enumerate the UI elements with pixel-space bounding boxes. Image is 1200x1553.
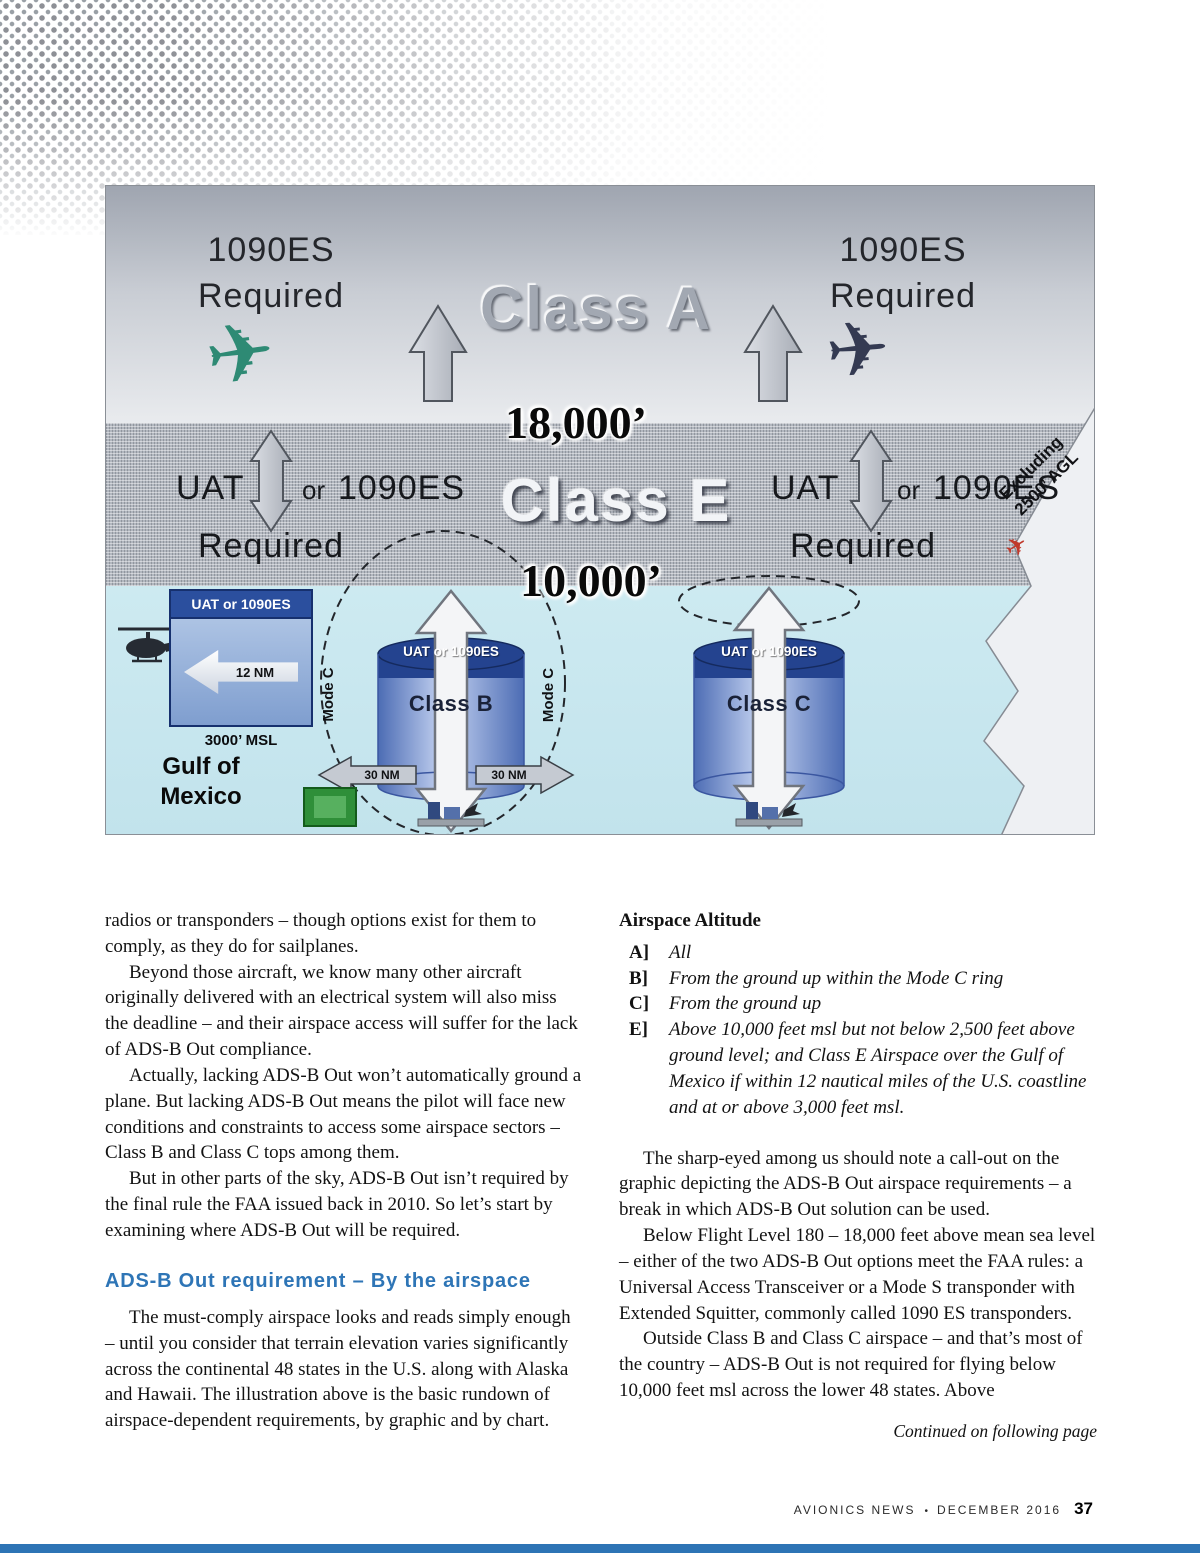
row-marker: E] [629,1019,648,1041]
right-column: Airspace Altitude A] All B] From the gro… [619,908,1097,1444]
altitude-10000-label: 10,000’ [520,555,662,606]
issue-date: DECEMBER 2016 [937,1503,1062,1517]
nm30-label-left: 30 NM [364,768,400,782]
msl-3000-label: 3000’ MSL [204,732,278,749]
row-text: All [669,941,692,963]
req-right-line2: Required [830,276,976,315]
page-footer: AVIONICS NEWS • DECEMBER 2016 37 [794,1499,1093,1519]
req-left-line2: Required [198,276,344,315]
bottom-accent-bar [0,1544,1200,1553]
row-text: From the ground up within the Mode C rin… [669,967,1004,989]
diagram-graphics [118,304,1094,834]
class-a-up-arrow-left-icon [408,304,468,402]
row-marker: B] [629,967,648,989]
nm12-label: 12 NM [235,664,275,680]
terrain [983,407,1094,834]
footer-bullet: • [924,1506,929,1517]
continued-notice: Continued on following page [893,1420,1097,1441]
airliner-left-icon: ✈ [199,302,281,407]
gulf-line2: Mexico [160,783,242,810]
row-text: From the ground up [669,993,822,1015]
class-c-header: UAT or 1090ES [721,644,817,659]
nm30-label-right: 30 NM [491,768,527,782]
class-e-double-arrow-left-icon [249,429,293,533]
journal-name: AVIONICS NEWS [793,1503,916,1517]
required-label-left: Required [198,527,344,565]
gulf-box-title: UAT or 1090ES [171,591,311,619]
paragraph: But in other parts of the sky, ADS-B Out… [105,1168,569,1241]
airspace-altitude-title: Airspace Altitude [619,910,761,931]
class-e-title: Class E [500,467,732,534]
row-marker: A] [629,941,650,963]
nm30-arrow-right-icon [475,755,575,795]
helipad-icon [303,787,357,827]
class-e-double-arrow-right-icon [849,429,893,533]
nm12-arrow-icon: 12 NM [184,650,298,694]
gulf-requirement-box: UAT or 1090ES 12 NM [169,589,313,727]
airspace-row-c: C] From the ground up [619,991,1097,1017]
es-label-left: 1090ES [338,469,465,507]
class-c-updown-arrow-icon [732,586,806,830]
paragraph: Outside Class B and Class C airspace – a… [619,1328,1083,1402]
gulf-of-mexico-label: Gulf of Mexico [116,752,286,812]
airliner-right-icon: ✈ [822,302,894,397]
es-label-right: 1090ES [933,469,1060,507]
uat-label-left: UAT [176,469,245,507]
left-column: radios or transponders – though options … [105,908,583,1444]
airport-c-icon [735,802,803,827]
paragraph: radios or transponders – though options … [105,910,537,957]
gulf-line1: Gulf of [162,753,240,780]
class-a-req-left: 1090ES Required [136,228,406,320]
airspace-row-b: B] From the ground up within the Mode C … [619,966,1097,992]
paragraph: Below Flight Level 180 – 18,000 feet abo… [619,1225,1096,1324]
mode-c-ring-b [320,530,566,834]
paragraph: Actually, lacking ADS-B Out won’t automa… [105,1064,582,1164]
airspace-diagram: ✈ ✈ ✈ 1090ES Required Class A 1090ES Req… [105,185,1095,835]
spacer [619,1121,1097,1146]
req-right-line1: 1090ES [839,231,967,269]
airport-b-icon [417,802,485,827]
paragraph: The sharp-eyed among us should note a ca… [619,1147,1072,1221]
or-label-right: or [897,475,921,505]
mode-c-label-right: Mode C [540,667,557,723]
airspace-row-a: A] All [619,940,1097,966]
class-a-up-arrow-right-icon [743,304,803,402]
row-text: Above 10,000 feet msl but not below 2,50… [669,1019,1087,1118]
class-a-title: Class A [480,275,712,342]
paragraph: The must-comply airspace looks and reads… [105,1306,571,1432]
row-marker: C] [629,993,650,1015]
section-heading: ADS-B Out requirement – By the airspace [105,1269,531,1292]
uat-label-right: UAT [771,469,840,507]
class-a-req-right: 1090ES Required [768,228,1038,320]
airspace-row-e: E] Above 10,000 feet msl but not below 2… [619,1017,1097,1120]
gulf-box-body: 12 NM [171,619,311,725]
page-number: 37 [1074,1499,1093,1518]
required-label-right: Required [790,527,936,565]
req-left-line1: 1090ES [207,231,335,269]
class-b-updown-arrow-icon [414,589,488,833]
class-a-band [106,186,1094,423]
class-b-header: UAT or 1090ES [403,644,499,659]
or-label-left: or [302,475,326,505]
class-b-label: Class B [408,691,494,716]
paragraph: Beyond those aircraft, we know many othe… [105,961,578,1061]
class-c-label: Class C [726,691,812,716]
altitude-18000-label: 18,000’ [505,397,647,448]
mode-c-label-left: Mode C [320,667,337,722]
article-columns: radios or transponders – though options … [105,908,1097,1444]
